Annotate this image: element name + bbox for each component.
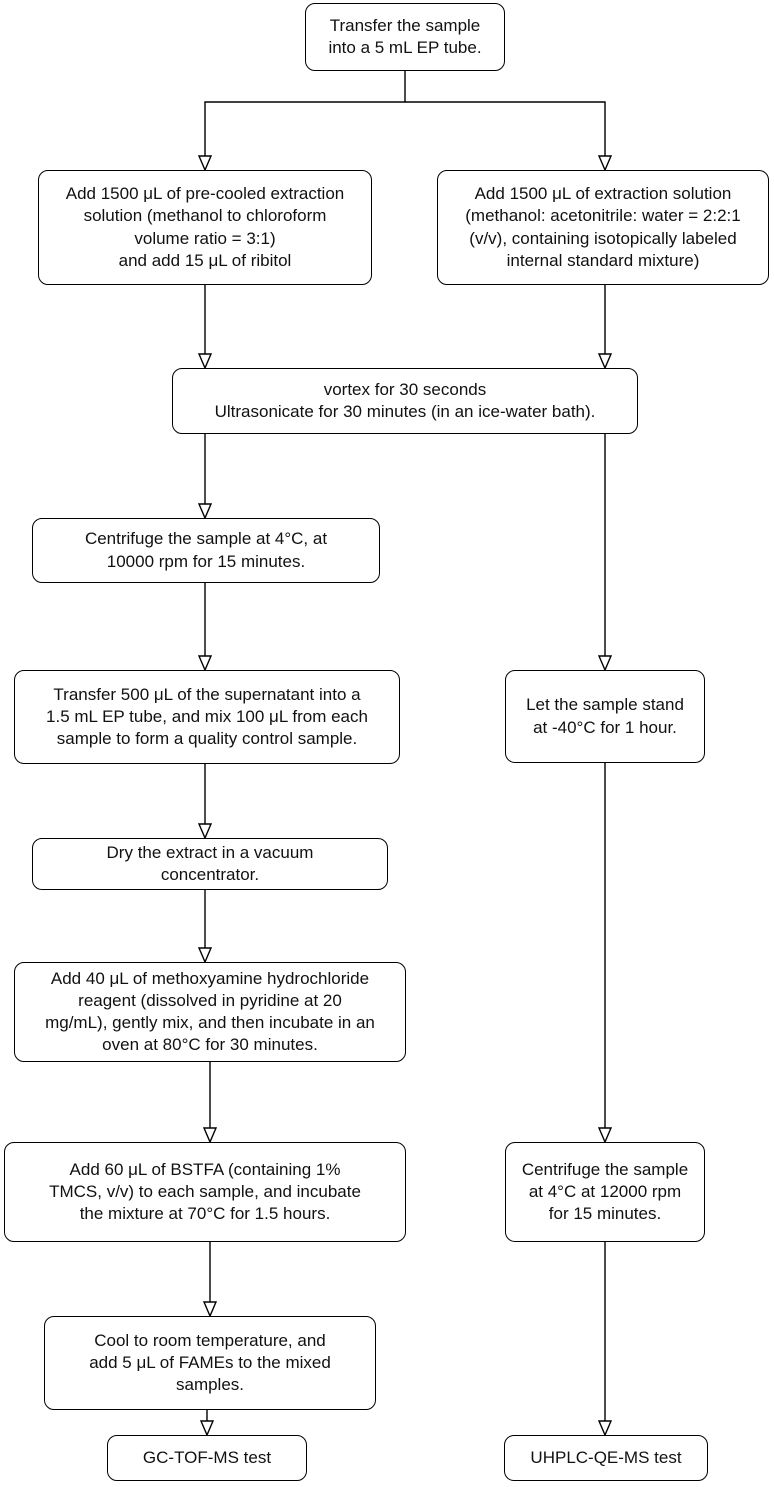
step-bstfa: Add 60 μL of BSTFA (containing 1% TMCS, … xyxy=(4,1142,406,1242)
step-methoxyamine: Add 40 μL of methoxyamine hydrochloride … xyxy=(14,962,406,1062)
arrowhead xyxy=(197,823,213,840)
step-lc-extraction-solution: Add 1500 μL of extraction solution (meth… xyxy=(437,170,769,285)
step-vortex-ultrasonicate: vortex for 30 seconds Ultrasonicate for … xyxy=(172,368,638,434)
arrowhead xyxy=(197,655,213,672)
arrowhead xyxy=(197,155,213,172)
step-cool-fames: Cool to room temperature, and add 5 μL o… xyxy=(44,1316,376,1410)
edge-n11-n12 xyxy=(597,763,613,1144)
edge-n4-n5 xyxy=(197,583,213,672)
edge-n2-n3 xyxy=(597,285,613,370)
step-transfer-sample: Transfer the sample into a 5 mL EP tube. xyxy=(305,3,505,71)
step-gc-tof-ms-test: GC-TOF-MS test xyxy=(107,1435,307,1481)
arrowhead xyxy=(197,353,213,370)
edge-n6-n7 xyxy=(197,890,213,964)
arrowhead xyxy=(597,655,613,672)
edge-n3-n11 xyxy=(597,434,613,672)
step-centrifuge-10000: Centrifuge the sample at 4°C, at 10000 r… xyxy=(32,518,380,583)
edge-n1-n3 xyxy=(197,285,213,370)
arrowhead xyxy=(597,1420,613,1437)
edge-n12-n13 xyxy=(597,1242,613,1437)
edge-n7-n8 xyxy=(202,1062,218,1144)
step-gc-extraction-solution: Add 1500 μL of pre-cooled extraction sol… xyxy=(38,170,372,285)
edge-n0-n2 xyxy=(405,101,613,172)
arrowhead xyxy=(197,947,213,964)
arrowhead xyxy=(597,1127,613,1144)
arrowhead xyxy=(597,353,613,370)
edge-n9-n10 xyxy=(199,1410,215,1437)
edge-n5-n6 xyxy=(197,764,213,840)
edge-n0-n1 xyxy=(197,71,406,172)
arrowhead xyxy=(202,1301,218,1318)
edge-n8-n9 xyxy=(202,1242,218,1318)
edge-n3-n4 xyxy=(197,434,213,520)
arrowhead xyxy=(197,503,213,520)
arrowhead xyxy=(202,1127,218,1144)
arrowhead xyxy=(597,155,613,172)
step-uhplc-qe-ms-test: UHPLC-QE-MS test xyxy=(504,1435,708,1481)
step-centrifuge-12000: Centrifuge the sample at 4°C at 12000 rp… xyxy=(505,1142,705,1242)
arrowhead xyxy=(199,1420,215,1437)
step-stand-minus-40: Let the sample stand at -40°C for 1 hour… xyxy=(505,670,705,763)
step-dry-extract: Dry the extract in a vacuum concentrator… xyxy=(32,838,388,890)
step-transfer-supernatant: Transfer 500 μL of the supernatant into … xyxy=(14,670,400,764)
